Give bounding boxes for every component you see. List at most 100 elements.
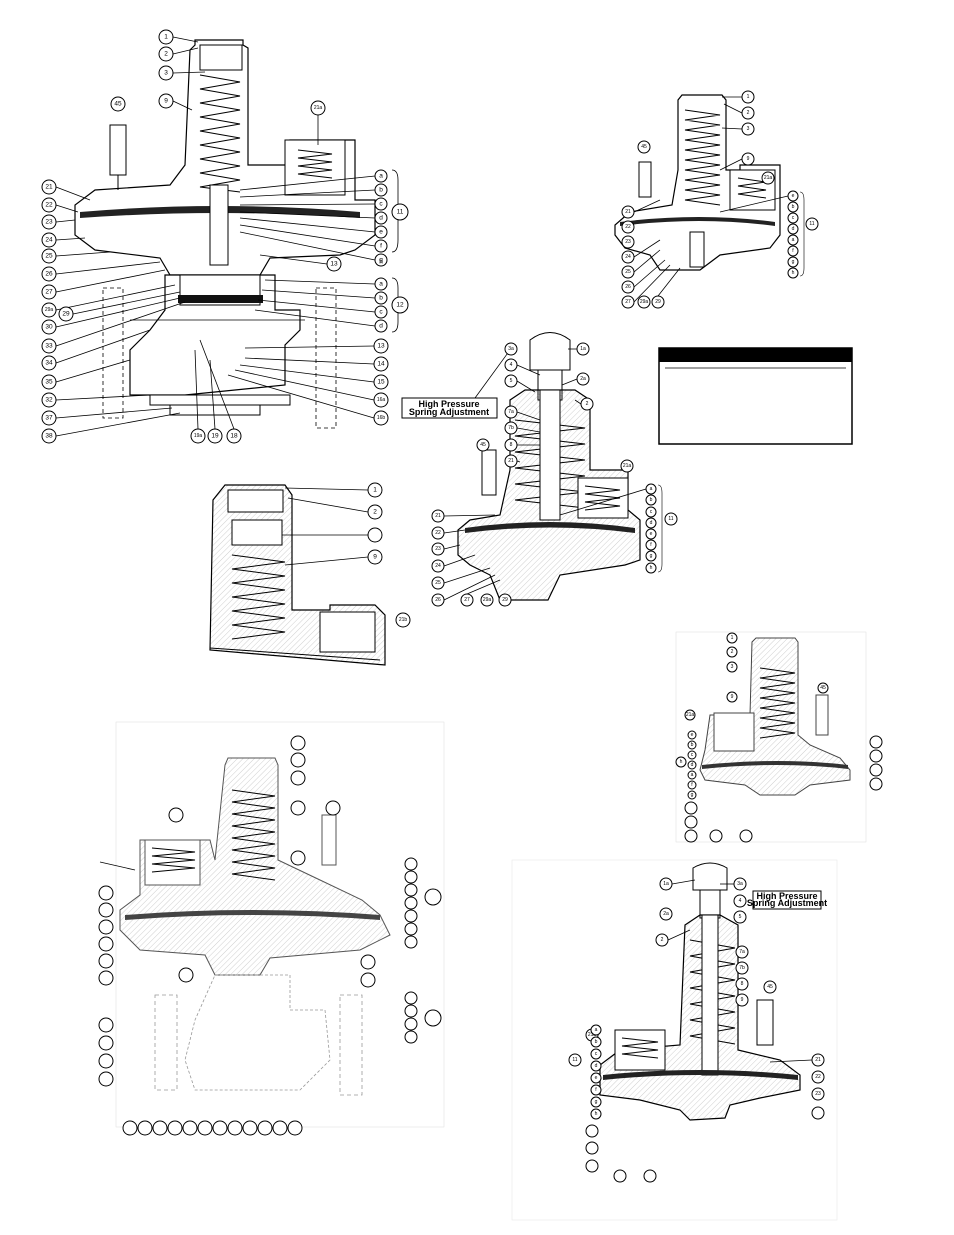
svg-text:16a: 16a xyxy=(377,397,386,403)
figure-d-bonnet-detail: 1 2 9 21b xyxy=(209,482,411,666)
callout-balloon: 22 xyxy=(811,1070,825,1084)
svg-text:23: 23 xyxy=(815,1091,821,1097)
callout-balloon: 29a xyxy=(637,295,651,309)
callout-balloon xyxy=(98,1053,114,1069)
svg-text:11: 11 xyxy=(668,516,673,522)
figure-f-balloons: 1a 3a 4 2a 5 2 7a 7b 8 9 21 45 21a a b c… xyxy=(568,877,825,1183)
callout-balloon xyxy=(98,919,114,935)
callout-balloon: 24 xyxy=(621,239,661,264)
callout-balloon: g xyxy=(687,790,697,800)
callout-balloon xyxy=(869,749,883,763)
callout-balloon xyxy=(684,801,698,815)
svg-text:c: c xyxy=(379,309,383,316)
callout-balloon: a xyxy=(239,169,388,191)
callout-balloon xyxy=(869,735,883,749)
svg-text:21: 21 xyxy=(508,458,514,464)
callout-balloon xyxy=(643,1169,657,1183)
svg-text:c: c xyxy=(792,215,795,221)
svg-text:22: 22 xyxy=(45,202,53,209)
svg-text:d: d xyxy=(379,215,383,222)
figure-f-high-pressure-regulator: High Pressure Spring Adjustment 1a 3a 4 … xyxy=(511,859,838,1221)
svg-text:15: 15 xyxy=(377,379,385,386)
svg-text:14: 14 xyxy=(377,361,385,368)
callout-balloon xyxy=(137,1120,153,1136)
svg-text:29a: 29a xyxy=(640,299,649,305)
callout-balloon: f xyxy=(687,780,697,790)
svg-text:2: 2 xyxy=(731,649,734,655)
callout-balloon: b xyxy=(687,740,697,750)
callout-balloon: e xyxy=(719,190,799,213)
svg-text:d: d xyxy=(650,520,653,526)
figure-f-callout: High Pressure Spring Adjustment xyxy=(747,890,827,910)
callout-balloon: 45 xyxy=(763,980,777,994)
callout-balloon: g xyxy=(239,231,388,267)
callout-balloon: 11 xyxy=(664,512,678,526)
svg-text:29a: 29a xyxy=(483,597,492,603)
callout-balloon: 26 xyxy=(41,261,161,282)
svg-text:7a: 7a xyxy=(739,949,745,955)
svg-text:3: 3 xyxy=(731,664,734,670)
svg-text:45: 45 xyxy=(641,144,647,150)
callout-balloon xyxy=(98,953,114,969)
svg-text:2a: 2a xyxy=(663,911,669,917)
figure-e-regulator: 1 2 3 9 45 21a e b c d a f g h xyxy=(675,631,883,843)
callout-balloon: g xyxy=(645,550,657,562)
svg-text:e: e xyxy=(792,193,795,199)
svg-text:27: 27 xyxy=(464,597,470,603)
svg-text:13: 13 xyxy=(377,343,385,350)
callout-balloon: c xyxy=(239,197,388,211)
callout-balloon xyxy=(739,829,753,843)
svg-text:2: 2 xyxy=(373,509,377,516)
svg-text:h: h xyxy=(379,259,383,266)
svg-text:11: 11 xyxy=(397,209,404,216)
callout-balloon: 1 xyxy=(726,632,738,644)
figure-a-balloons: 1 2 3 9 45 21a 21 22 23 24 25 26 27 29a … xyxy=(41,29,409,444)
callout-balloon: d xyxy=(787,223,799,235)
figure-a-main-regulator: 1 2 3 9 45 21a 21 22 23 24 25 26 27 29a … xyxy=(41,29,409,444)
svg-text:a: a xyxy=(691,772,694,778)
callout-balloon: 45 xyxy=(476,438,490,452)
callout-balloon xyxy=(404,896,418,910)
svg-text:32: 32 xyxy=(45,397,53,404)
callout-balloon: b xyxy=(261,289,388,305)
callout-balloon xyxy=(585,1141,599,1155)
callout-balloon: c xyxy=(687,750,697,760)
callout-balloon: e xyxy=(687,730,697,740)
callout-balloon: 29 xyxy=(498,593,512,607)
svg-text:12: 12 xyxy=(396,302,404,309)
svg-text:3: 3 xyxy=(747,126,750,132)
svg-text:h: h xyxy=(650,565,653,571)
svg-text:2: 2 xyxy=(747,110,750,116)
svg-text:e: e xyxy=(379,229,383,236)
callout-balloon: 11 xyxy=(391,203,409,221)
svg-text:9: 9 xyxy=(747,156,750,162)
callout-balloon: 29 xyxy=(651,267,681,309)
callout-balloon: 24 xyxy=(431,554,476,573)
callout-balloon: 21a xyxy=(620,459,634,473)
svg-text:33: 33 xyxy=(45,343,53,350)
callout-balloon: c xyxy=(257,299,388,319)
callout-balloon xyxy=(152,1120,168,1136)
callout-balloon xyxy=(869,763,883,777)
svg-text:e: e xyxy=(595,1075,598,1081)
callout-balloon: 4 xyxy=(504,358,541,376)
callout-balloon xyxy=(404,909,418,923)
callout-balloon: 22 xyxy=(41,197,79,213)
callout-balloon xyxy=(98,936,114,952)
svg-text:b: b xyxy=(792,204,795,210)
svg-text:21a: 21a xyxy=(588,1032,597,1038)
callout-balloon xyxy=(98,970,114,986)
svg-text:1: 1 xyxy=(164,34,168,41)
callout-balloon xyxy=(585,1159,599,1173)
callout-balloon xyxy=(404,922,418,936)
callout-balloon xyxy=(287,1120,303,1136)
callout-line-2: Spring Adjustment xyxy=(747,898,827,908)
callout-balloon: 25 xyxy=(621,249,661,279)
callout-balloon: 18 xyxy=(199,339,242,444)
svg-text:f: f xyxy=(691,782,693,788)
svg-text:7b: 7b xyxy=(508,425,514,431)
svg-text:23: 23 xyxy=(45,219,53,226)
svg-text:21a: 21a xyxy=(686,712,695,718)
callout-balloon xyxy=(585,1124,599,1138)
callout-balloon: 23 xyxy=(621,235,635,249)
